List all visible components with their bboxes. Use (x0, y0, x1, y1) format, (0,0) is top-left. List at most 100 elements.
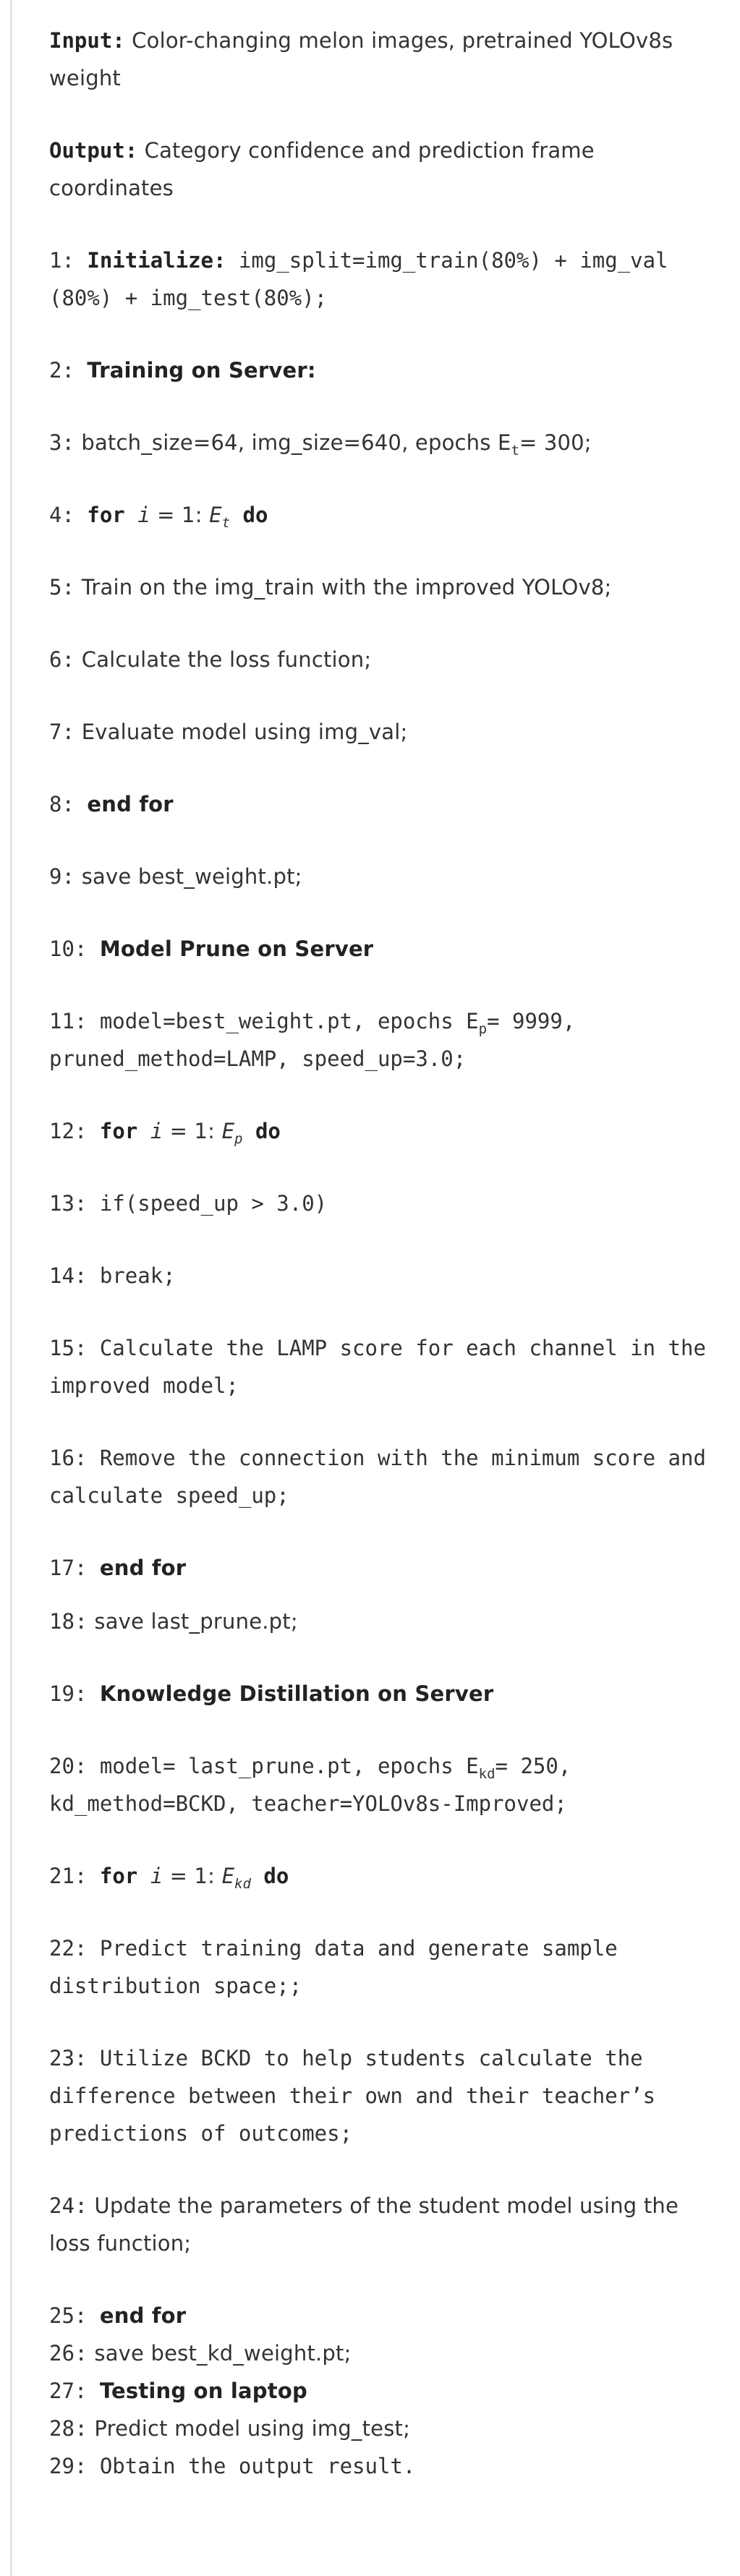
for-keyword: for (99, 1864, 138, 1888)
step-subscript: p (478, 1020, 488, 1037)
step-number: 25: (49, 2303, 88, 2328)
step-text: model=best_weight.pt, epochs E (87, 1009, 479, 1033)
step-21: 21: for i = 1: Ekd do (49, 1857, 722, 1895)
do-keyword: do (255, 1119, 281, 1143)
step-number: 4: (49, 503, 75, 527)
step-1: 1: Initialize: img_split=img_train(80%) … (49, 242, 722, 317)
algorithm-block: Input: Color-changing melon images, pret… (49, 0, 722, 2485)
step-keyword: end for (99, 1556, 187, 1580)
step-number: 8: (49, 792, 75, 816)
step-12: 12: for i = 1: Ep do (49, 1112, 722, 1150)
step-text: Utilize BCKD to help students calculate … (49, 2046, 656, 2146)
loop-bound: E (221, 1119, 235, 1143)
for-keyword: for (99, 1119, 138, 1143)
algorithm-output: Output: Category confidence and predicti… (49, 132, 722, 207)
step-subscript: kd (478, 1765, 496, 1782)
step-text: save best_kd_weight.pt; (87, 2341, 352, 2366)
loop-range: = 1: (163, 1119, 222, 1143)
step-number: 12: (49, 1119, 88, 1143)
step-18: 18: save last_prune.pt; (49, 1603, 722, 1640)
step-text: save best_weight.pt; (75, 864, 302, 889)
step-text: batch_size=64, img_size=640, epochs E (74, 430, 511, 455)
step-keyword: end for (99, 2303, 187, 2328)
step-text: Calculate the loss function; (75, 647, 372, 672)
step-keyword: Model Prune on Server (99, 937, 374, 961)
output-text: Category confidence and prediction frame… (49, 138, 595, 200)
step-7: 7: Evaluate model using img_val; (49, 713, 722, 751)
step-text: img_split=img_train(80%) + img_val (80%)… (49, 248, 668, 310)
step-number: 16: (49, 1446, 88, 1470)
step-number: 28: (49, 2416, 88, 2441)
step-number: 20: (49, 1754, 88, 1778)
loop-var: i (150, 1119, 163, 1143)
loop-bound: E (209, 503, 222, 527)
step-13: 13: if(speed_up > 3.0) (49, 1185, 722, 1222)
step-keyword: Training on Server: (87, 358, 316, 383)
step-number: 21: (49, 1864, 88, 1888)
step-text: Train on the img_train with the improved… (75, 575, 612, 600)
loop-range: = 1: (163, 1864, 222, 1888)
step-22: 22: Predict training data and generate s… (49, 1929, 722, 2005)
step-number: 22: (49, 1936, 88, 1961)
step-16: 16: Remove the connection with the minim… (49, 1439, 722, 1514)
step-20: 20: model= last_prune.pt, epochs Ekd= 25… (49, 1747, 722, 1822)
step-10: 10: Model Prune on Server (49, 930, 722, 968)
step-26: 26: save best_kd_weight.pt; (49, 2334, 722, 2372)
step-24: 24: Update the parameters of the student… (49, 2187, 722, 2262)
step-5: 5: Train on the img_train with the impro… (49, 568, 722, 606)
step-number: 10: (49, 937, 88, 961)
step-number: 26: (49, 2341, 88, 2366)
step-text: Predict training data and generate sampl… (49, 1936, 618, 1998)
step-number: 2: (49, 358, 75, 383)
loop-range: = 1: (150, 503, 210, 527)
loop-var: i (150, 1864, 163, 1888)
step-number: 5: (49, 575, 75, 600)
step-keyword: end for (87, 792, 174, 816)
step-subscript: t (511, 442, 519, 459)
step-text: model= last_prune.pt, epochs E (87, 1754, 479, 1778)
step-number: 27: (49, 2379, 88, 2403)
step-11: 11: model=best_weight.pt, epochs Ep= 999… (49, 1002, 722, 1078)
left-border-rule (10, 0, 12, 2576)
output-label: Output: (49, 138, 138, 163)
step-number: 11: (49, 1009, 88, 1033)
for-keyword: for (87, 503, 125, 527)
step-15: 15: Calculate the LAMP score for each ch… (49, 1329, 722, 1404)
loop-var: i (137, 503, 150, 527)
step-number: 13: (49, 1191, 88, 1216)
step-number: 9: (49, 864, 75, 889)
step-number: 29: (49, 2454, 88, 2478)
step-text: break; (87, 1263, 176, 1288)
step-6: 6: Calculate the loss function; (49, 641, 722, 678)
step-28: 28: Predict model using img_test; (49, 2410, 722, 2447)
do-keyword: do (242, 503, 268, 527)
loop-bound-subscript: t (221, 514, 231, 531)
step-number: 23: (49, 2046, 88, 2070)
step-9: 9: save best_weight.pt; (49, 858, 722, 895)
step-text: Predict model using img_test; (87, 2416, 411, 2441)
step-text-tail: = 9999, pruned_method=LAMP, speed_up=3.0… (49, 1009, 576, 1071)
step-23: 23: Utilize BCKD to help students calcul… (49, 2039, 722, 2152)
step-text: Update the parameters of the student mod… (49, 2193, 679, 2256)
step-keyword: Knowledge Distillation on Server (99, 1681, 494, 1706)
step-number: 6: (49, 647, 75, 672)
step-14: 14: break; (49, 1257, 722, 1295)
loop-bound: E (221, 1864, 235, 1888)
step-2: 2: Training on Server: (49, 351, 722, 389)
step-3: 3: batch_size=64, img_size=640, epochs E… (49, 424, 722, 461)
loop-bound-subscript: p (234, 1130, 243, 1147)
step-29: 29: Obtain the output result. (49, 2447, 722, 2485)
do-keyword: do (263, 1864, 289, 1888)
step-number: 24: (49, 2193, 88, 2218)
step-number: 3: (49, 430, 75, 455)
input-text: Color-changing melon images, pretrained … (49, 28, 673, 90)
step-number: 17: (49, 1556, 88, 1580)
step-text: Calculate the LAMP score for each channe… (49, 1336, 706, 1398)
step-text: if(speed_up > 3.0) (87, 1191, 328, 1216)
step-text-tail: = 250, kd_method=BCKD, teacher=YOLOv8s-I… (49, 1754, 571, 1816)
step-text: Obtain the output result. (87, 2454, 416, 2478)
step-8: 8: end for (49, 785, 722, 823)
step-keyword: Initialize: (87, 248, 226, 273)
step-number: 7: (49, 720, 75, 744)
step-17: 17: end for (49, 1549, 722, 1587)
